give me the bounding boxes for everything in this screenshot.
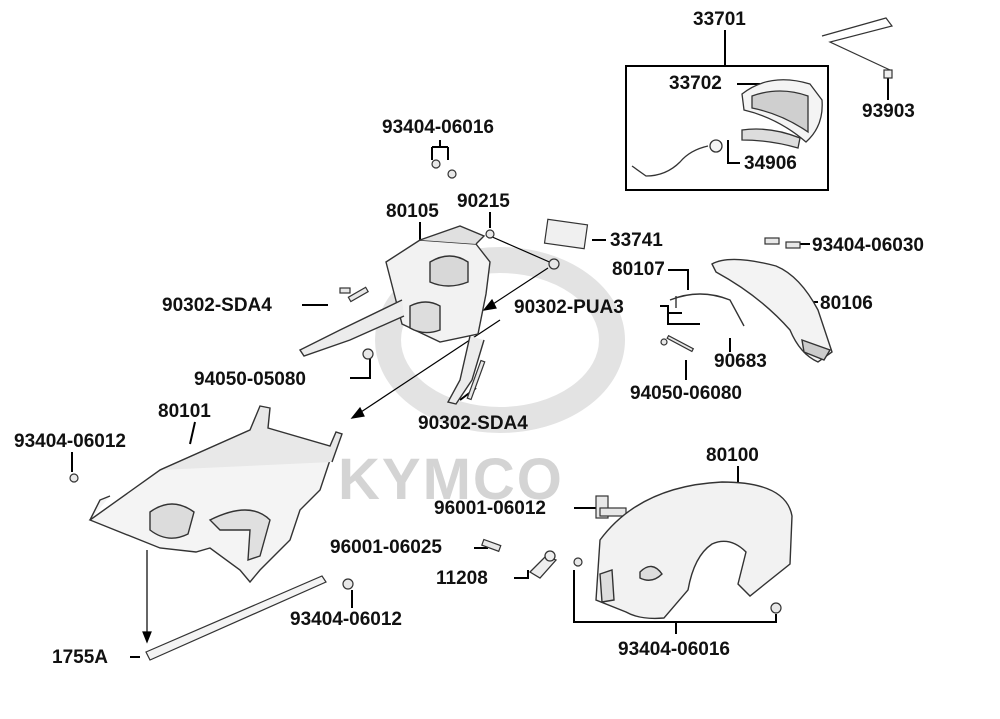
clamp-icon	[528, 550, 558, 579]
label-34906: 34906	[744, 153, 797, 174]
label-93404-06016-bottom: 93404-06016	[618, 639, 730, 660]
label-80101: 80101	[158, 401, 211, 422]
rear-bracket-icon	[298, 225, 491, 405]
label-11208: 11208	[436, 568, 488, 589]
label-80107: 80107	[612, 259, 665, 280]
label-90302-sda4-mid: 90302-SDA4	[418, 413, 528, 434]
leader-lines	[71, 30, 889, 658]
assembly-box-33701	[625, 65, 829, 191]
label-93404-06012-left: 93404-06012	[14, 431, 126, 452]
plate-bracket-icon	[669, 293, 745, 327]
watermark-logo-icon	[375, 247, 625, 433]
fastener-icons	[69, 159, 801, 614]
label-93404-06030: 93404-06030	[812, 235, 924, 256]
label-90302-pua3: 90302-PUA3	[514, 297, 624, 318]
label-94050-05080: 94050-05080	[194, 369, 306, 390]
tail-lamp-assembly-icon	[631, 79, 823, 177]
label-96001-06012: 96001-06012	[434, 498, 546, 519]
label-90683: 90683	[714, 351, 767, 372]
label-33701: 33701	[693, 9, 746, 30]
label-33741: 33741	[610, 230, 663, 251]
label-93404-06012-bottom: 93404-06012	[290, 609, 402, 630]
label-1755a: 1755A	[52, 647, 108, 668]
rear-cover-icon	[711, 258, 833, 363]
label-80106: 80106	[820, 293, 873, 314]
kymco-watermark: KYMCO	[338, 447, 564, 512]
label-80105: 80105	[386, 201, 439, 222]
label-90215: 90215	[457, 191, 510, 212]
rear-fender-icon	[595, 481, 793, 620]
inner-fender-tray-icon	[88, 405, 343, 584]
label-93404-06016-top: 93404-06016	[382, 117, 494, 138]
label-33702: 33702	[669, 73, 722, 94]
strap-icon	[145, 575, 327, 661]
label-90302-sda4-left: 90302-SDA4	[162, 295, 272, 316]
label-96001-06025: 96001-06025	[330, 537, 442, 558]
label-93903: 93903	[862, 101, 915, 122]
label-80100: 80100	[706, 445, 759, 466]
label-94050-06080: 94050-06080	[630, 383, 742, 404]
wire-harness-icon	[821, 17, 894, 79]
reference-arrows	[142, 235, 555, 644]
